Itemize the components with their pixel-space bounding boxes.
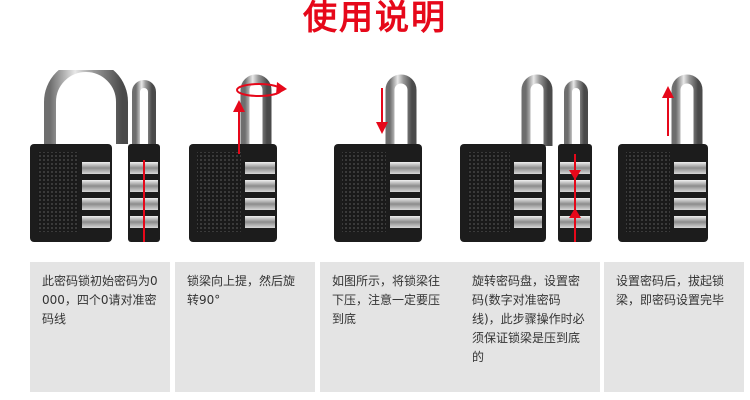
lock-set-code-image [460, 74, 592, 242]
step-1: 此密码锁初始密码为0000，四个0请对准密码线 [30, 70, 170, 392]
step-2-caption: 锁梁向上提，然后旋转90° [175, 262, 315, 392]
lock-front-and-side-image [30, 70, 160, 242]
step-5-caption: 设置密码后，拔起锁梁，即密码设置完毕 [604, 262, 744, 392]
step-3: 如图所示，将锁梁往下压，注意一定要压到底 [320, 70, 460, 392]
step-1-caption: 此密码锁初始密码为0000，四个0请对准密码线 [30, 262, 170, 392]
instruction-steps: 此密码锁初始密码为0000，四个0请对准密码线 锁梁向上提，然后旋转90° [0, 70, 750, 400]
lock-pull-up-image [618, 74, 708, 242]
step-2: 锁梁向上提，然后旋转90° [175, 70, 315, 392]
lock-press-down-image [334, 74, 422, 242]
page-title: 使用说明 [303, 0, 447, 38]
step-4: 旋转密码盘，设置密码(数字对准密码线)，此步骤操作时必须保证锁梁是压到底的 [460, 70, 600, 392]
step-3-caption: 如图所示，将锁梁往下压，注意一定要压到底 [320, 262, 460, 392]
lock-lift-rotate-image [189, 74, 287, 242]
step-5: 设置密码后，拔起锁梁，即密码设置完毕 [604, 70, 744, 392]
step-4-caption: 旋转密码盘，设置密码(数字对准密码线)，此步骤操作时必须保证锁梁是压到底的 [460, 262, 600, 392]
